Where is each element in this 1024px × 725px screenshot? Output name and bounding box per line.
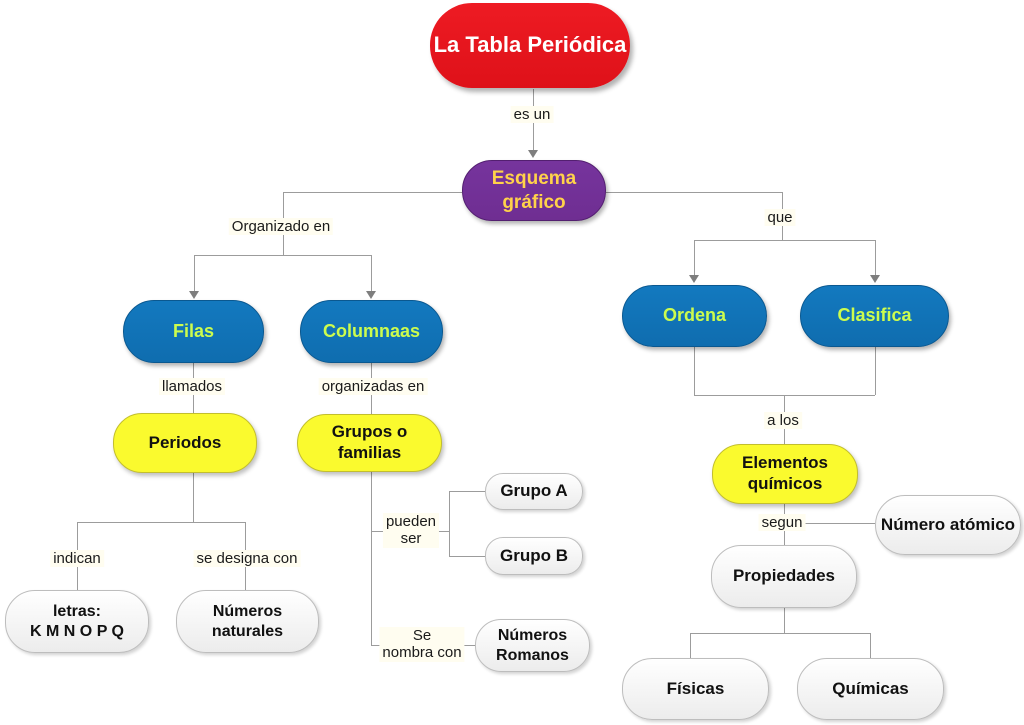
connector-line — [875, 347, 876, 395]
connector-line — [690, 633, 870, 634]
connector-line — [449, 491, 485, 492]
arrowhead-icon — [366, 291, 376, 299]
node-label: Números — [497, 626, 568, 644]
node-propiedades: Propiedades — [711, 545, 857, 608]
connector-line — [371, 472, 372, 645]
node-label: Columnaas — [322, 320, 421, 341]
node-label: gráfico — [502, 191, 566, 213]
arrowhead-icon — [528, 150, 538, 158]
arrowhead-icon — [189, 291, 199, 299]
node-label: Números — [212, 602, 283, 620]
edge-label-organizado-en: Organizado en — [228, 218, 334, 236]
connector-line — [449, 556, 485, 557]
node-label: Físicas — [666, 678, 725, 698]
arrowhead-icon — [689, 275, 699, 283]
node-quimicas: Químicas — [797, 658, 944, 720]
connector-line — [694, 240, 695, 275]
connector-line — [694, 240, 875, 241]
node-numeros-naturales: Números naturales — [176, 590, 319, 653]
connector-line — [283, 192, 462, 193]
connector-line — [194, 255, 371, 256]
node-label: Elementos — [742, 453, 828, 473]
connector-line — [870, 633, 871, 658]
connector-line — [690, 633, 691, 658]
node-label: Clasifica — [837, 305, 912, 326]
node-label: Grupos o familias — [331, 422, 408, 462]
node-letras-kmnopq: letras: K M N O P Q — [5, 590, 149, 653]
node-periodos: Periodos — [113, 413, 257, 473]
node-label: Ordena — [662, 305, 727, 326]
node-filas: Filas — [123, 300, 264, 363]
node-label: Filas — [172, 320, 215, 341]
connector-line — [606, 192, 782, 193]
node-label: letras: — [52, 602, 102, 620]
node-grupo-b: Grupo B — [485, 537, 583, 575]
node-label: La Tabla Periódica — [433, 32, 627, 58]
node-label: Grupo A — [500, 481, 568, 501]
connector-line — [77, 522, 245, 523]
node-label: K M N O P Q — [30, 622, 124, 640]
connector-line — [194, 255, 195, 291]
arrowhead-icon — [870, 275, 880, 283]
node-numeros-romanos: Números Romanos — [475, 619, 590, 672]
node-elementos-quimicos: Elementos químicos — [712, 444, 858, 504]
node-grupo-a: Grupo A — [485, 473, 583, 510]
connector-line — [875, 240, 876, 275]
edge-label-es-un: es un — [510, 106, 554, 124]
node-esquema-grafico: Esquema gráfico — [462, 160, 606, 221]
edge-label-segun: segun — [758, 514, 806, 532]
node-columnaas: Columnaas — [300, 300, 443, 363]
node-label: Periodos — [148, 432, 222, 452]
edge-label-indican: indican — [50, 550, 104, 568]
connector-line — [193, 473, 194, 522]
edge-label-se-nombra-con: Se nombra con — [379, 627, 465, 662]
connector-line — [784, 608, 785, 633]
node-ordena: Ordena — [622, 285, 767, 347]
node-label: Propiedades — [732, 566, 836, 586]
connector-line — [449, 491, 450, 556]
node-grupos-o-familias: Grupos o familias — [297, 414, 442, 472]
connector-line — [694, 347, 695, 395]
edge-label-pueden-ser: pueden ser — [382, 513, 440, 548]
node-label: Romanos — [496, 646, 569, 664]
node-numero-atomico: Número atómico — [875, 495, 1021, 555]
node-clasifica: Clasifica — [800, 285, 949, 347]
node-label: Esquema — [491, 168, 577, 190]
edge-label-llamados: llamados — [158, 378, 226, 396]
edge-label-a-los: a los — [764, 412, 802, 430]
edge-label-organizadas-en: organizadas en — [318, 378, 428, 396]
connector-line — [371, 255, 372, 291]
node-fisicas: Físicas — [622, 658, 769, 720]
node-label: Número atómico — [880, 514, 1016, 534]
connector-line — [784, 523, 875, 524]
node-label: Químicas — [832, 678, 909, 698]
node-la-tabla-periodica: La Tabla Periódica — [430, 3, 630, 88]
node-label: naturales — [211, 622, 284, 640]
node-label: Grupo B — [500, 545, 568, 565]
edge-label-se-designa-con: se designa con — [193, 550, 301, 568]
edge-label-que: que — [764, 209, 796, 227]
node-label: químicos — [747, 474, 823, 493]
